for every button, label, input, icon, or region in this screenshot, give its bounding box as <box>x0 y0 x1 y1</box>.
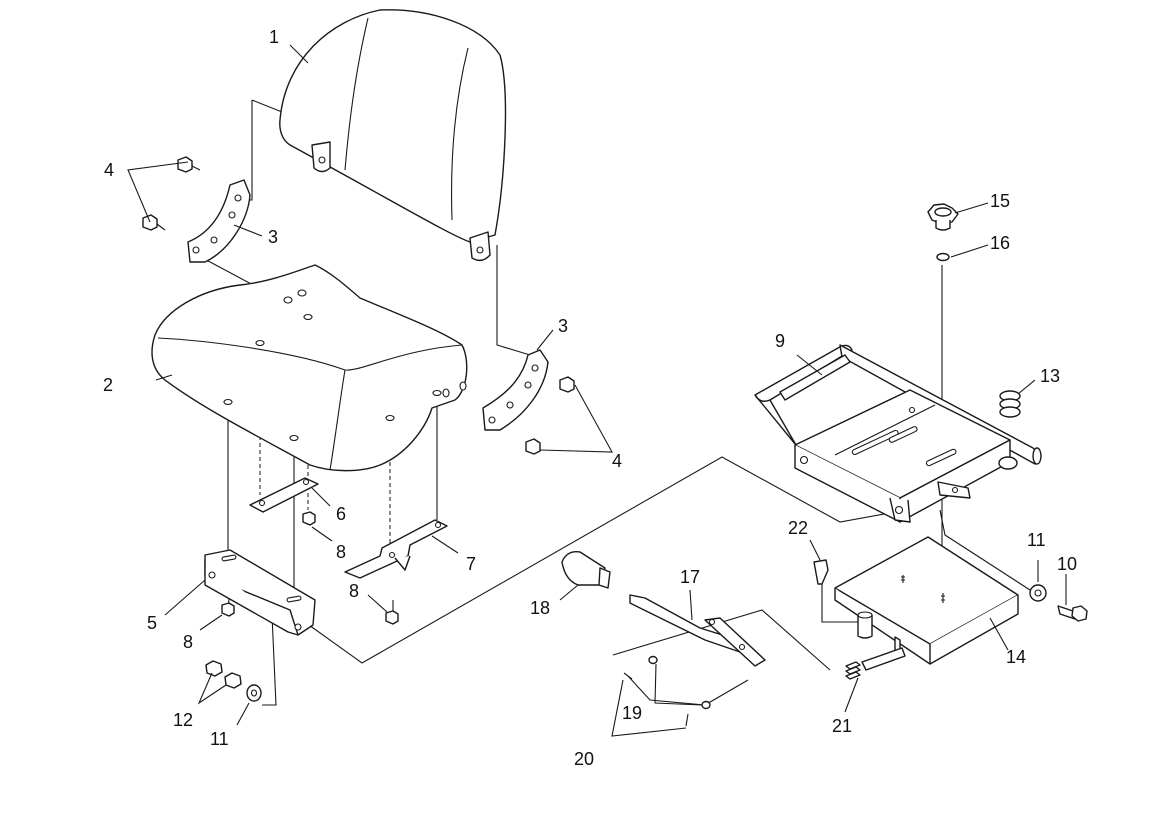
callout-10: 10 <box>1057 554 1077 574</box>
base-plate <box>834 536 1019 665</box>
spring-21 <box>845 647 906 680</box>
bolt-10 <box>1057 605 1088 622</box>
callout-8b: 8 <box>183 632 193 652</box>
callout-17: 17 <box>680 567 700 587</box>
callout-19: 19 <box>622 703 642 723</box>
nuts-12 <box>205 660 242 689</box>
callout-21: 21 <box>832 716 852 736</box>
seat-frame <box>754 344 1042 523</box>
callout-4a: 4 <box>104 160 114 180</box>
callout-9: 9 <box>775 331 785 351</box>
callout-8c: 8 <box>349 581 359 601</box>
callout-8a: 8 <box>336 542 346 562</box>
bolts-8 <box>221 511 399 625</box>
leaders <box>127 44 1067 737</box>
spring-13 <box>999 390 1021 418</box>
callout-6: 6 <box>336 504 346 524</box>
callout-18: 18 <box>530 598 550 618</box>
callout-22: 22 <box>788 518 808 538</box>
washer-11-right <box>1029 584 1047 602</box>
callout-1: 1 <box>269 27 279 47</box>
washers-19 <box>648 655 711 710</box>
pin-22 <box>813 559 829 585</box>
plate-7 <box>344 519 448 579</box>
callout-5: 5 <box>147 613 157 633</box>
knob-15 <box>927 203 959 231</box>
seat-cushion <box>151 264 468 472</box>
washer-16 <box>936 252 950 262</box>
callout-4b: 4 <box>612 451 622 471</box>
callout-13: 13 <box>1040 366 1060 386</box>
callout-16: 16 <box>990 233 1010 253</box>
callout-15: 15 <box>990 191 1010 211</box>
callout-11a: 11 <box>1027 530 1046 550</box>
backrest-bracket-right <box>482 349 549 431</box>
callout-12: 12 <box>173 710 193 730</box>
seat-backrest <box>279 9 507 262</box>
pins-20 <box>623 672 689 727</box>
callout-11b: 11 <box>210 729 229 749</box>
washer-11-left <box>246 684 262 702</box>
callout-14: 14 <box>1006 647 1026 667</box>
callout-3a: 3 <box>268 227 278 247</box>
callout-7: 7 <box>466 554 476 574</box>
plate-6 <box>249 477 319 513</box>
callout-labels: 1 2 3 3 4 4 5 6 7 8 8 8 9 10 11 11 12 13… <box>103 27 1077 769</box>
callout-20: 20 <box>574 749 594 769</box>
backrest-bracket-left <box>187 179 251 263</box>
bolts-4 <box>142 156 575 455</box>
callout-2: 2 <box>103 375 113 395</box>
seat-bracket <box>204 549 316 636</box>
callout-3b: 3 <box>558 316 568 336</box>
grip-18 <box>561 551 611 589</box>
lever-17 <box>629 594 766 667</box>
